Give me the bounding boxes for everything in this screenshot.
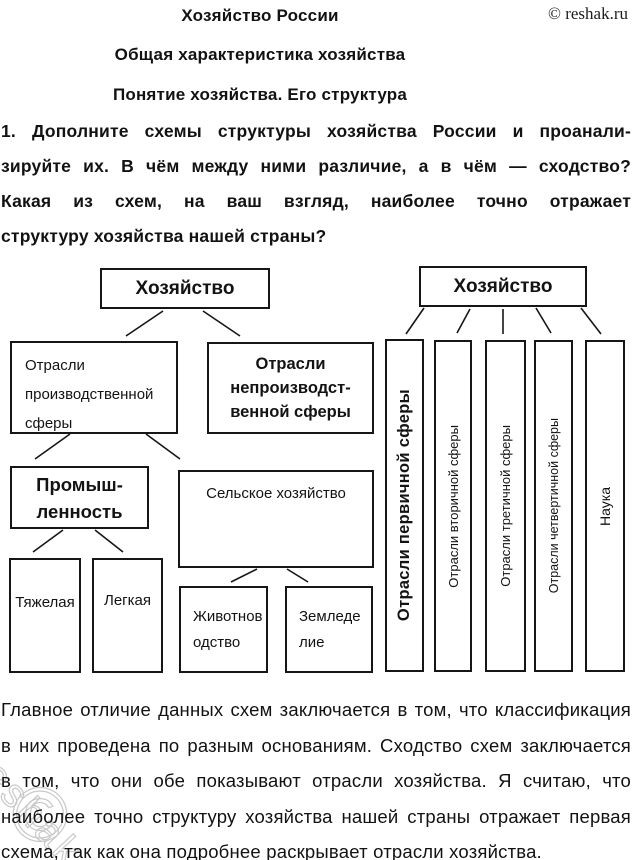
task-line: зируйте их. В чём между ними различие, а… [1,156,631,176]
node-tertiary-sphere-label: Отрасли третичной сферы [498,425,513,587]
node-economy-left: Хозяйство [100,268,270,309]
node-primary-sphere-label: Отрасли первичной сферы [395,389,413,622]
task-text: 1. Дополните схемы структуры хозяйства Р… [1,114,631,254]
node-quaternary-sphere-label: Отрасли четвертичной сферы [546,418,561,594]
node-agriculture: Сельское хозяйство [178,470,374,568]
copyright-note: © reshak.ru [548,4,628,23]
node-economy-right: Хозяйство [419,266,587,307]
task-line: 1. Дополните схемы структуры хозяйства Р… [1,121,631,141]
node-secondary-sphere-label: Отрасли вторичной сферы [445,424,461,588]
subtitle-general: Общая характеристика хозяйства [114,45,406,64]
node-tertiary-sphere: Отрасли третичной сферы [485,340,526,672]
node-quaternary-sphere: Отрасли четвертичной сферы [534,340,573,672]
node-livestock: Животнов одство [179,586,268,673]
page-title: Хозяйство России [181,6,339,25]
node-secondary-sphere: Отрасли вторичной сферы [434,340,472,672]
answer-line: в том, что они обе показывают отрасли хо… [1,770,631,791]
answer-line: схема, так как она подробнее раскрывает … [1,841,542,860]
node-science-label: Наука [597,486,613,526]
node-farming: Земледе лие [285,586,373,673]
task-line: структуру хозяйства нашей страны? [1,226,327,246]
node-nonproduction-sphere: Отрасли непроизводст- венной сферы [207,342,374,434]
answer-line: наиболее точно структуру хозяйства нашей… [1,805,631,827]
node-primary-sphere: Отрасли первичной сферы [385,339,424,672]
answer-text: Главное отличие данных схем заключается … [1,692,631,860]
task-line: Какая из схем, на ваш взгляд, наиболее т… [1,191,631,211]
node-heavy-industry: Тяжелая [9,558,81,673]
subtitle-concept: Понятие хозяйства. Его структура [112,85,408,104]
node-science: Наука [585,340,625,672]
node-production-sphere: Отрасли производственной сферы [10,341,178,434]
node-industry: Промыш- ленность [10,466,149,529]
answer-line: в них проведена по разным основаниям. Сх… [1,734,631,756]
answer-line: Главное отличие данных схем заключается … [1,699,631,720]
node-light-industry: Легкая [92,558,163,673]
